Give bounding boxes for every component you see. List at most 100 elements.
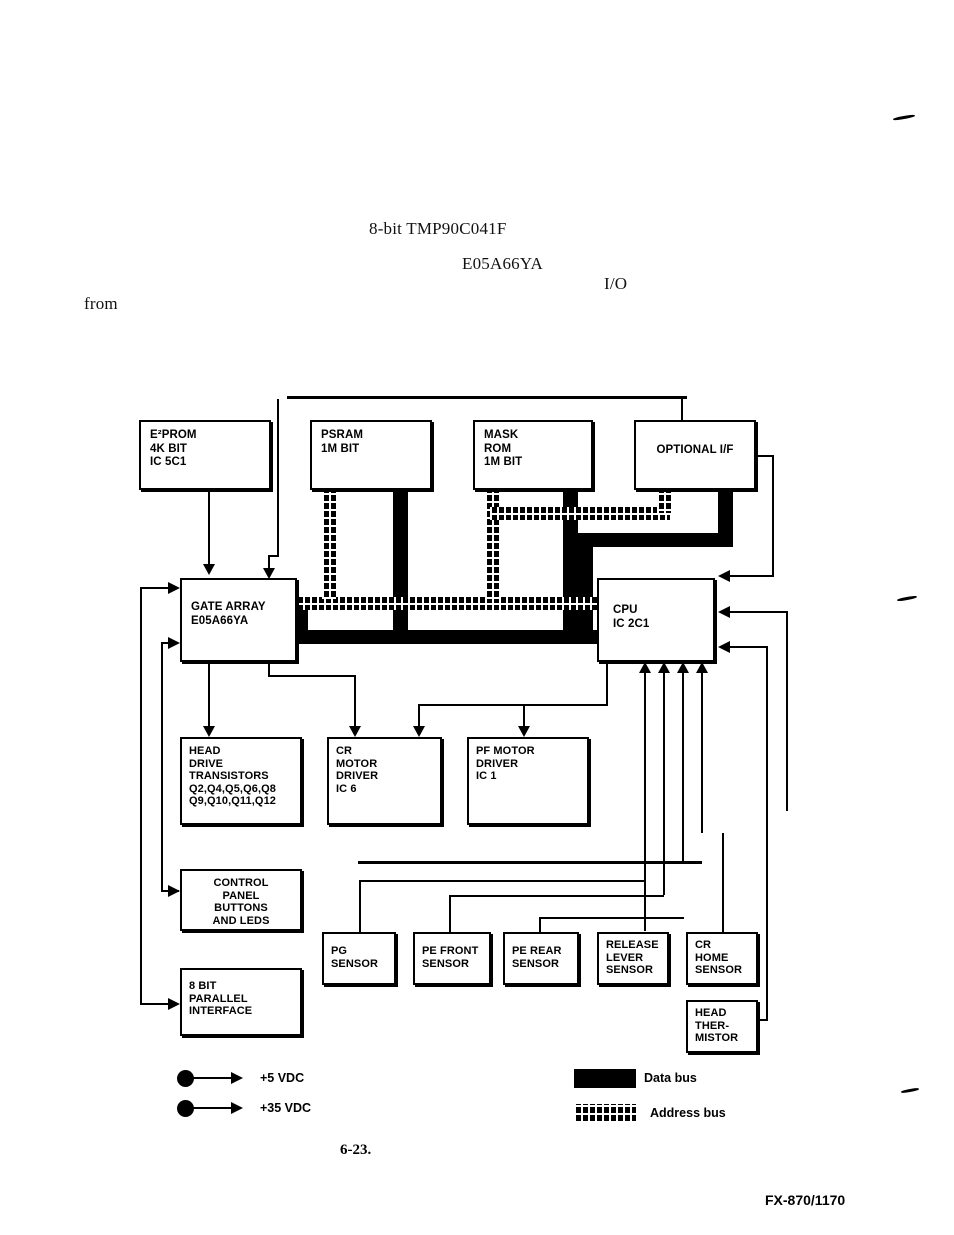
block-parallel-interface[interactable]: 8 BIT PARALLEL INTERFACE (180, 968, 302, 1036)
block-head-thermistor-line1: HEAD (695, 1007, 727, 1019)
legend-35v-label: +35 VDC (260, 1101, 312, 1115)
block-control-panel-line1: CONTROL (213, 877, 269, 889)
block-head-drive-transistors[interactable]: HEAD DRIVE TRANSISTORS Q2,Q4,Q5,Q6,Q8 Q9… (180, 737, 302, 825)
cpu-right-input-arrow-2 (718, 606, 730, 618)
rail-to-gate-array-elbow (268, 555, 279, 557)
eeprom-to-gate-array-line (208, 490, 210, 568)
block-cr-home-line3: SENSOR (695, 964, 743, 976)
cpu-right-input-arrow-3 (718, 641, 730, 653)
block-pg-sensor[interactable]: PG SENSOR (322, 932, 396, 985)
pe-front-riser (449, 895, 451, 932)
address-bus-maskrom-drop (485, 487, 499, 599)
block-head-thermistor[interactable]: HEAD THER- MISTOR (686, 1000, 758, 1053)
block-head-drive-line2: DRIVE (189, 757, 224, 770)
legend-address-bus-swatch (574, 1104, 636, 1123)
gate-array-left-arrow-2 (168, 637, 180, 649)
legend-5v-dot-icon (177, 1070, 194, 1087)
block-mask-rom[interactable]: MASK ROM 1M BIT (473, 420, 593, 490)
gate-array-to-cr-motor-arrow2 (349, 726, 361, 737)
legend-5v-line (192, 1077, 234, 1079)
cpu-right-input-line-2 (728, 611, 788, 613)
block-cr-motor-line4: IC 6 (336, 782, 357, 795)
block-cpu-line1: CPU (613, 604, 638, 616)
block-psram-line2: 1M BIT (321, 442, 360, 455)
block-pg-sensor-line2: SENSOR (331, 957, 379, 970)
block-cr-motor-driver[interactable]: CR MOTOR DRIVER IC 6 (327, 737, 442, 825)
block-pf-motor-line1: PF MOTOR (476, 745, 535, 757)
legend-5v-arrow-icon (231, 1072, 243, 1084)
cpu-to-pf-motor-arrow (518, 726, 530, 737)
cr-home-riser (722, 833, 724, 932)
block-psram[interactable]: PSRAM 1M BIT (310, 420, 432, 490)
gate-array-left-riser-1 (140, 587, 142, 1005)
block-control-panel-line2: PANEL (222, 889, 260, 902)
block-pf-motor-driver[interactable]: PF MOTOR DRIVER IC 1 (467, 737, 589, 825)
figure-caption: 6-23. (340, 1142, 372, 1158)
pe-rear-rail (539, 917, 684, 919)
block-pe-rear-line1: PE REAR (512, 945, 562, 957)
block-head-drive-line3: TRANSISTORS (189, 770, 269, 782)
block-head-drive-line4: Q2,Q4,Q5,Q6,Q8 (189, 782, 276, 795)
gate-array-input-drop (268, 555, 270, 572)
gate-array-to-head-drive-arrow (203, 726, 215, 737)
gate-array-to-cr-motor-line (268, 662, 270, 676)
cpu-bottom-arrow-2 (658, 662, 670, 673)
block-gate-array-line2: E05A66YA (191, 614, 249, 627)
page-footer-model: FX-870/1170 (765, 1192, 846, 1208)
legend-35v-arrow-icon (231, 1102, 243, 1114)
cpu-part-number-text: 8-bit TMP90C041F (369, 219, 507, 238)
gate-array-left-arrow-1 (168, 582, 180, 594)
gate-array-to-cr-motor-rail (268, 675, 356, 677)
scan-artifact (892, 114, 916, 121)
block-cpu-line2: IC 2C1 (613, 617, 650, 630)
block-cr-home-line1: CR (695, 939, 712, 951)
legend-35v-dot-icon (177, 1100, 194, 1117)
block-parallel-if-line1: 8 BIT (189, 980, 217, 992)
gate-array-left-line-2 (161, 642, 170, 644)
block-cr-motor-line2: MOTOR (336, 757, 378, 770)
block-pe-front-sensor[interactable]: PE FRONT SENSOR (413, 932, 491, 985)
block-pe-front-line2: SENSOR (422, 957, 470, 970)
block-control-panel[interactable]: CONTROL PANEL BUTTONS AND LEDS (180, 869, 302, 931)
gate-array-to-cr-motor-drop (354, 675, 356, 730)
cpu-right-input-riser-2 (786, 611, 788, 811)
block-pf-motor-line3: IC 1 (476, 770, 497, 782)
block-optional-if-label: OPTIONAL I/F (656, 444, 734, 456)
data-bus-psram-trunk (393, 487, 408, 639)
block-pf-motor-line2: DRIVER (476, 757, 519, 770)
block-release-lever-line1: RELEASE (606, 939, 659, 951)
legend-address-bus-label: Address bus (650, 1106, 726, 1120)
block-parallel-if-line3: INTERFACE (189, 1005, 253, 1017)
legend-35v-line (192, 1107, 234, 1109)
legend-5v-label: +5 VDC (260, 1071, 305, 1085)
pg-sensor-riser (359, 880, 361, 932)
block-pe-rear-sensor[interactable]: PE REAR SENSOR (503, 932, 579, 985)
optional-if-right-elbow (756, 455, 774, 457)
cpu-to-pf-motor-drop (523, 704, 525, 730)
data-bus-right-drop (578, 533, 593, 637)
sensor-riser-2 (663, 673, 665, 895)
block-head-thermistor-line3: MISTOR (695, 1032, 739, 1044)
block-eeprom-line1: E²PROM (150, 429, 197, 441)
optional-if-to-cpu-arrow (718, 570, 730, 582)
sensor-riser-1 (644, 673, 646, 931)
address-bus-psram-drop (322, 487, 336, 599)
cpu-right-input-line-3 (728, 646, 768, 648)
optional-if-right-line (772, 455, 774, 575)
scan-artifact (900, 1087, 920, 1094)
gate-array-input-arrow (263, 568, 275, 579)
block-optional-if[interactable]: OPTIONAL I/F (634, 420, 756, 490)
sensor-riser-4 (701, 673, 703, 833)
block-release-lever-sensor[interactable]: RELEASE LEVER SENSOR (597, 932, 669, 985)
block-parallel-if-line2: PARALLEL (189, 992, 248, 1005)
block-gate-array[interactable]: GATE ARRAY E05A66YA (180, 578, 297, 662)
data-bus-optional-trunk (718, 487, 733, 547)
block-cr-home-sensor[interactable]: CR HOME SENSOR (686, 932, 758, 985)
rail-to-gate-array-line (277, 399, 279, 557)
gate-array-to-head-drive-line (208, 662, 210, 730)
gate-array-part-number-text: E05A66YA (462, 254, 543, 273)
legend-data-bus-swatch (574, 1069, 636, 1088)
block-eeprom[interactable]: E²PROM 4K BIT IC 5C1 (139, 420, 271, 490)
block-cpu[interactable]: CPU IC 2C1 (597, 578, 715, 662)
cpu-bottom-arrow-3 (677, 662, 689, 673)
